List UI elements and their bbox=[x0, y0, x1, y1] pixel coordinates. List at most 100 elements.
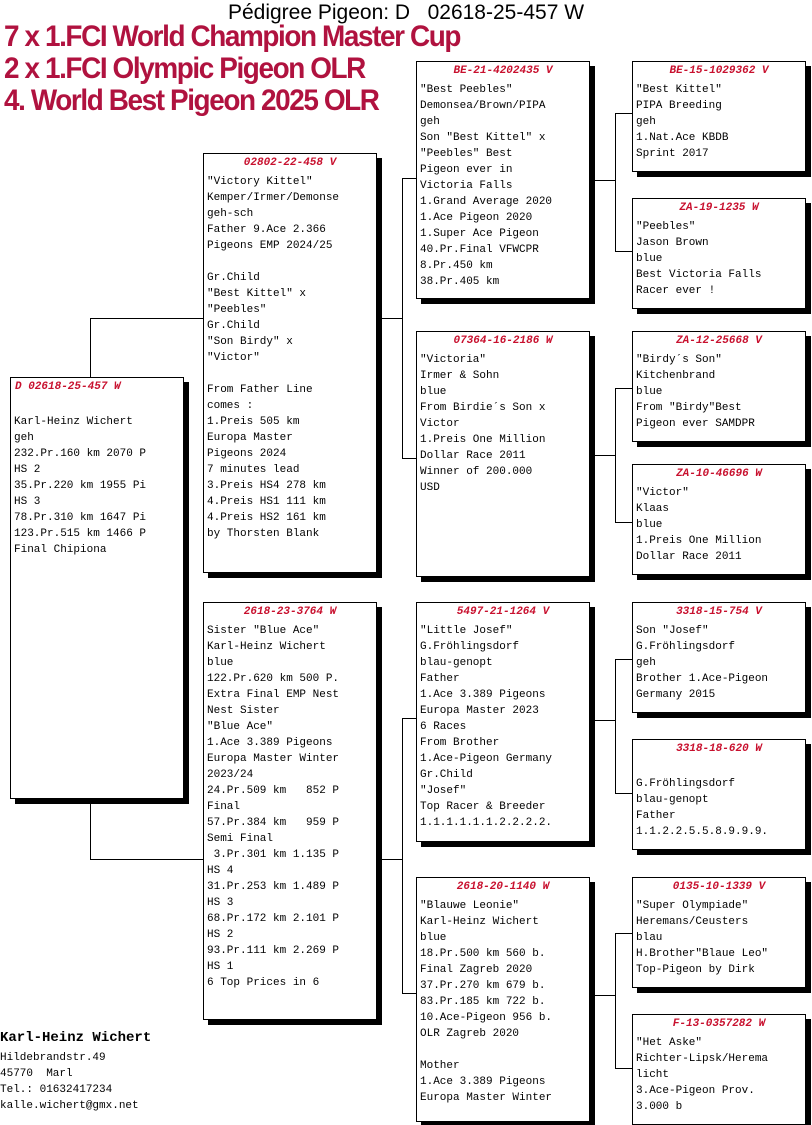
card-line: Semi Final bbox=[207, 833, 274, 845]
ring-number: 3318-15-754 V bbox=[676, 606, 762, 618]
card-line: Final Zagreb 2020 bbox=[420, 964, 533, 976]
breeder-name: Karl-Heinz Wichert bbox=[0, 1030, 152, 1046]
card-line: 1.Ace 3.389 Pigeons bbox=[420, 1076, 546, 1088]
card-line: blue bbox=[636, 386, 663, 398]
card-line: "Little Josef" bbox=[420, 625, 513, 637]
card-line bbox=[14, 398, 180, 414]
card-line: Top-Pigeon by Dirk bbox=[636, 964, 755, 976]
card-line: 1.Ace 3.389 Pigeons bbox=[207, 737, 333, 749]
card-line: Final Chipiona bbox=[14, 544, 107, 556]
ring-number: 02802-22-458 V bbox=[243, 157, 337, 169]
breeder-city: 45770 Marl bbox=[0, 1068, 73, 1080]
connector-line bbox=[615, 1068, 632, 1069]
card-line: Top Racer & Breeder bbox=[420, 801, 546, 813]
ring-number: 5497-21-1264 V bbox=[456, 606, 550, 618]
card-line: Mother bbox=[420, 1060, 460, 1072]
card-line: "Peebles" bbox=[207, 304, 267, 316]
card-line: Brother 1.Ace-Pigeon bbox=[636, 673, 769, 685]
card-line: Extra Final EMP Nest bbox=[207, 689, 340, 701]
card-line: H.Brother"Blaue Leo" bbox=[636, 948, 769, 960]
card-line bbox=[420, 1042, 586, 1058]
connector-line bbox=[402, 993, 416, 994]
card-line: "Best Kittel" bbox=[636, 84, 722, 96]
card-line: "Het Aske" bbox=[636, 1037, 703, 1049]
card-line: HS 4 bbox=[207, 865, 234, 877]
connector-line bbox=[615, 388, 632, 389]
card-line: blue bbox=[636, 519, 663, 531]
card-line: Pigeon ever SAMDPR bbox=[636, 418, 755, 430]
card-line: Father bbox=[420, 673, 460, 685]
card-line: Germany 2015 bbox=[636, 689, 716, 701]
card-line: "Victor" bbox=[207, 352, 260, 364]
card-line: blau-genopt bbox=[636, 794, 709, 806]
pedigree-card-ddd: F-13-0357282 W "Het Aske"Richter-Lipsk/H… bbox=[632, 1014, 806, 1125]
connector-line bbox=[402, 458, 416, 459]
ring-number: ZA-10-46696 W bbox=[676, 468, 762, 480]
card-line: Son "Best Kittel" x bbox=[420, 132, 546, 144]
ring-number: 07364-16-2186 W bbox=[453, 335, 553, 347]
card-line: 1.Super Ace Pigeon bbox=[420, 228, 539, 240]
pedigree-card-sire: 02802-22-458 V "Victory Kittel" Kemper/Ir… bbox=[203, 153, 377, 573]
card-line: Dollar Race 2011 bbox=[420, 450, 526, 462]
card-line: Karl-Heinz Wichert bbox=[207, 641, 326, 653]
card-line: blau-genopt bbox=[420, 657, 493, 669]
card-line: G.Fröhlingsdorf bbox=[636, 641, 736, 653]
card-line: 24.Pr.509 km 852 P bbox=[207, 785, 340, 797]
card-line: 35.Pr.220 km 1955 Pi bbox=[14, 480, 147, 492]
card-line: geh bbox=[420, 116, 440, 128]
card-line: "Blauwe Leonie" bbox=[420, 900, 520, 912]
card-line: "Victory Kittel" bbox=[207, 176, 313, 188]
card-line: Klaas bbox=[636, 503, 670, 515]
pedigree-card-dam-dam: 2618-20-1140 W "Blauwe Leonie"Karl-Heinz… bbox=[416, 877, 590, 1122]
card-line: 78.Pr.310 km 1647 Pi bbox=[14, 512, 147, 524]
card-line: HS 2 bbox=[14, 464, 41, 476]
headline-3: 4. World Best Pigeon 2025 OLR bbox=[4, 84, 380, 117]
card-line: Pigeons EMP 2024/25 bbox=[207, 240, 333, 252]
card-line: Final bbox=[207, 801, 241, 813]
card-line: Nest Sister bbox=[207, 705, 280, 717]
card-line: geh bbox=[14, 432, 34, 444]
card-line: HS 3 bbox=[207, 897, 234, 909]
card-line: 1.1.2.2.5.5.8.9.9.9. bbox=[636, 826, 769, 838]
card-line: HS 1 bbox=[207, 961, 234, 973]
card-line: Kemper/Irmer/Demonse bbox=[207, 192, 340, 204]
card-line: "Son Birdy" x bbox=[207, 336, 293, 348]
card-line: geh bbox=[636, 657, 656, 669]
ring-number: D 02618-25-457 W bbox=[15, 381, 121, 393]
card-line: 3.Pr.301 km 1.135 P bbox=[207, 849, 340, 861]
connector-line bbox=[90, 318, 91, 380]
ring-number: 0135-10-1339 V bbox=[672, 881, 766, 893]
card-line: 83.Pr.185 km 722 b. bbox=[420, 996, 546, 1008]
connector-line bbox=[615, 659, 632, 660]
card-line: Europa Master Winter bbox=[420, 1092, 553, 1104]
card-line: 1.Ace 3.389 Pigeons bbox=[420, 689, 546, 701]
card-line: blue bbox=[636, 253, 663, 265]
breeder-email[interactable]: kalle.wichert@gmx.net bbox=[0, 1100, 139, 1112]
card-line: "Victor" bbox=[636, 487, 689, 499]
card-line: Europa Master Winter bbox=[207, 753, 340, 765]
breeder-info: Karl-Heinz Wichert Hildebrandstr.49 4577… bbox=[0, 1030, 151, 1114]
card-line: HS 2 bbox=[207, 929, 234, 941]
card-line: 6 Races bbox=[420, 721, 467, 733]
card-line: Victoria Falls bbox=[420, 180, 513, 192]
card-line: 232.Pr.160 km 2070 P bbox=[14, 448, 147, 460]
card-line: 4.Preis HS2 161 km bbox=[207, 512, 326, 524]
card-line: blue bbox=[420, 932, 447, 944]
ring-number: 2618-23-3764 W bbox=[243, 606, 337, 618]
ring-number: ZA-12-25668 V bbox=[676, 335, 762, 347]
connector-line bbox=[595, 720, 615, 721]
connector-line bbox=[402, 718, 403, 993]
pedigree-card-dds: 0135-10-1339 V "Super Olympiade"Heremans… bbox=[632, 877, 806, 988]
card-line: 122.Pr.620 km 500 P. bbox=[207, 673, 340, 685]
card-line: 93.Pr.111 km 2.269 P bbox=[207, 945, 340, 957]
ring-number: 2618-20-1140 W bbox=[456, 881, 550, 893]
